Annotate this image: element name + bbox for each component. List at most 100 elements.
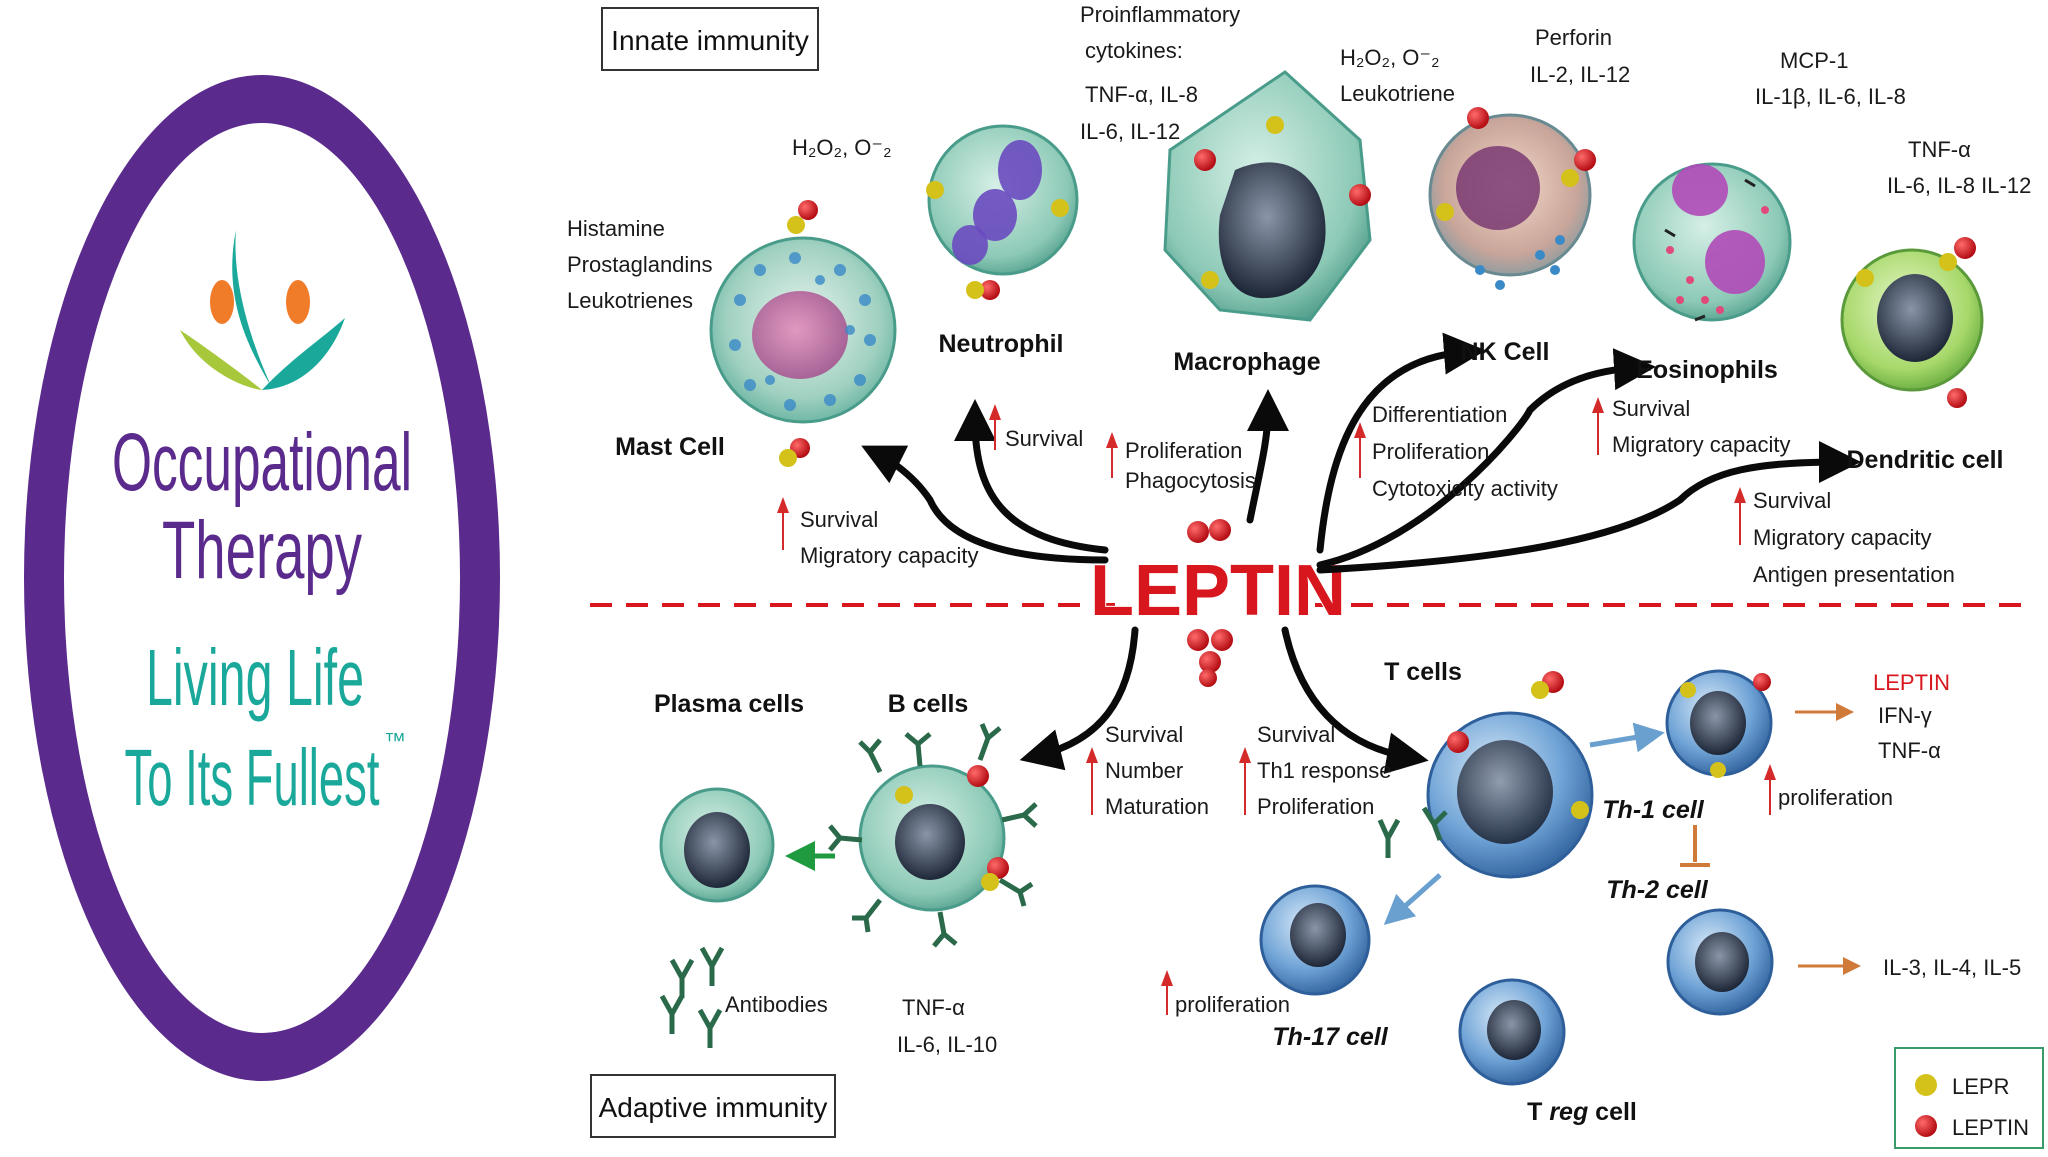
macrophage-cytokines-2: cytokines: [1085, 38, 1183, 63]
mast-cell [709, 200, 897, 467]
bcells-effect-1: Survival [1105, 722, 1183, 747]
logo-trademark: ™ [384, 728, 406, 753]
leptin-molecules-top [1187, 519, 1231, 543]
t-to-th1-arrow [1589, 722, 1665, 753]
logo-white-center [64, 123, 460, 1033]
logo-text-therapy: Therapy [162, 505, 362, 596]
th2-secretion: IL-3, IL-4, IL-5 [1883, 955, 2021, 980]
macrophage-cell [1163, 70, 1372, 322]
leptin-molecules-bottom [1187, 629, 1233, 687]
bcells-effect-3: Maturation [1105, 794, 1209, 819]
neutrophil-effect-1: Survival [1005, 426, 1083, 451]
macrophage-ros-2: Leukotriene [1340, 81, 1455, 106]
th1-secretion-1: IFN-γ [1878, 703, 1932, 728]
t-to-th17-arrow [1383, 873, 1442, 925]
adaptive-immunity-label: Adaptive immunity [599, 1092, 828, 1123]
b-cell [828, 723, 1038, 948]
logo-text-living-life: Living Life [146, 633, 364, 722]
eosinophils-effect-1: Survival [1612, 396, 1690, 421]
treg-cell [1458, 978, 1566, 1086]
ot-logo: Occupational Therapy Living Life To Its … [24, 75, 500, 1081]
dendritic-cell-label: Dendritic cell [1847, 446, 2004, 474]
nk-secretion-2: IL-2, IL-12 [1530, 62, 1630, 87]
mast-cell-secretion-1: Histamine [567, 216, 665, 241]
tcells-effect-1: Survival [1257, 722, 1335, 747]
th2-cell-label: Th-2 cell [1606, 876, 1708, 904]
nk-effect-3: Cytotoxicity activity [1372, 476, 1558, 501]
arrow-to-dendritic-cell [1316, 441, 1861, 574]
th1-effect: proliferation [1778, 785, 1893, 810]
th17-cell-label: Th-17 cell [1272, 1023, 1388, 1051]
bcells-secretion-2: IL-6, IL-10 [897, 1032, 997, 1057]
eosinophil-cell [1632, 162, 1792, 322]
antibodies-label: Antibodies [725, 992, 828, 1017]
adaptive-immunity-box [590, 1074, 836, 1138]
macrophage-ros-1: H₂O₂, O⁻₂ [1340, 45, 1440, 70]
arrow-to-eosinophils [1316, 348, 1656, 569]
tcells-effect-3: Proliferation [1257, 794, 1374, 819]
plasma-cells-label: Plasma cells [654, 690, 804, 718]
nk-effect-1: Differentiation [1372, 402, 1507, 427]
lepr-icon [1915, 1074, 1937, 1096]
dendritic-effect-3: Antigen presentation [1753, 562, 1955, 587]
th1-cell-label: Th-1 cell [1602, 796, 1704, 824]
neutrophil-label: Neutrophil [939, 330, 1064, 358]
plasma-cell [659, 787, 775, 903]
nk-effect-2: Proliferation [1372, 439, 1489, 464]
eosinophils-secretion-2: IL-1β, IL-6, IL-8 [1755, 84, 1906, 109]
mast-cell-label: Mast Cell [615, 433, 725, 461]
leptin-center-label: LEPTIN [1090, 551, 1346, 631]
mast-cell-secretion-3: Leukotrienes [567, 288, 693, 313]
mast-cell-secretion-2: Prostaglandins [567, 252, 713, 277]
neutrophil-secretion: H₂O₂, O⁻₂ [792, 135, 892, 160]
macrophage-cytokines-3: TNF-α, IL-8 [1085, 82, 1198, 107]
legend-leptin-label: LEPTIN [1952, 1115, 2029, 1140]
neutrophil-cell [926, 124, 1079, 300]
legend: LEPR LEPTIN [1894, 1047, 2044, 1149]
mast-effect-1: Survival [800, 507, 878, 532]
arrow-to-macrophage [1246, 389, 1289, 524]
dendritic-secretion-1: TNF-α [1908, 137, 1971, 162]
eosinophils-effect-2: Migratory capacity [1612, 432, 1791, 457]
macrophage-cytokines-4: IL-6, IL-12 [1080, 119, 1180, 144]
arrow-to-neutrophil [954, 399, 1109, 554]
tcells-effect-2: Th1 response [1257, 758, 1392, 783]
nk-secretion-1: Perforin [1535, 25, 1612, 50]
macrophage-effect-2: Phagocytosis [1125, 468, 1256, 493]
nk-cell-label: NK Cell [1461, 338, 1550, 366]
innate-immunity-box [601, 7, 819, 71]
dendritic-effect-2: Migratory capacity [1753, 525, 1932, 550]
macrophage-effect-1: Proliferation [1125, 438, 1242, 463]
mast-effect-2: Migratory capacity [800, 543, 979, 568]
macrophage-label: Macrophage [1173, 348, 1320, 376]
logo-text-occupational: Occupational [112, 417, 412, 508]
antibodies-icon [659, 946, 725, 1048]
arrow-to-nk-cell [1316, 332, 1486, 554]
bcells-secretion-1: TNF-α [902, 995, 965, 1020]
logo-text-to-its-fullest: To Its Fullest [125, 733, 380, 822]
macrophage-cytokines-1: Proinflammatory [1080, 2, 1240, 27]
dendritic-effect-1: Survival [1753, 488, 1831, 513]
dendritic-cell [1840, 237, 1984, 408]
th1-inhibits-th2-symbol [1680, 825, 1710, 867]
th17-cell [1259, 884, 1371, 996]
th2-cell [1666, 908, 1774, 1016]
nk-cell [1428, 107, 1596, 290]
arrow-to-t-cells [1281, 626, 1429, 775]
dendritic-secretion-2: IL-6, IL-8 IL-12 [1887, 173, 2031, 198]
innate-immunity-label: Innate immunity [611, 25, 809, 56]
t-cells-label: T cells [1384, 658, 1462, 686]
eosinophils-secretion-1: MCP-1 [1780, 48, 1848, 73]
b-cells-label: B cells [888, 690, 969, 718]
t-cell-receptor-icon [1377, 806, 1448, 858]
legend-lepr-label: LEPR [1952, 1074, 2009, 1099]
arrow-to-mast-cell [861, 445, 1109, 564]
arrow-to-b-cells [1019, 626, 1139, 771]
bcells-effect-2: Number [1105, 758, 1183, 783]
t-cell [1426, 671, 1594, 879]
logo-people-icon [180, 230, 345, 390]
th1-cell [1665, 669, 1773, 778]
th1-leptin-secretion: LEPTIN [1873, 670, 1950, 695]
treg-cell-label: T reg cell [1527, 1098, 1637, 1126]
th1-secretion-2: TNF-α [1878, 738, 1941, 763]
